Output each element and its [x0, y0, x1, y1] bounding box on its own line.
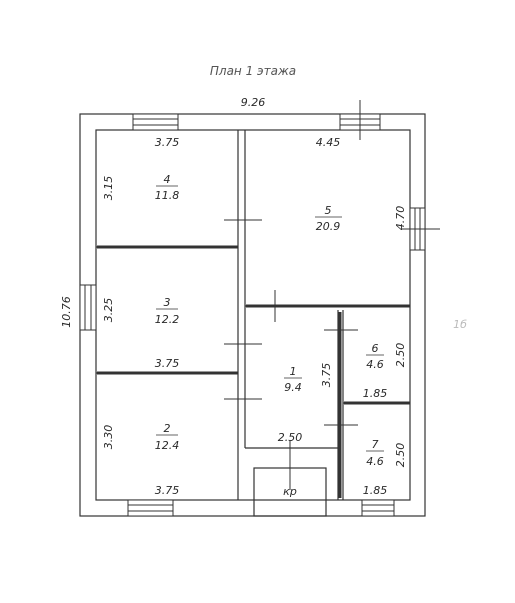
- room-3-area: 12.2: [155, 313, 180, 326]
- room-2-number: 2: [164, 422, 171, 435]
- room-1-height: 3.75: [320, 363, 333, 388]
- room-5-number: 5: [325, 204, 332, 217]
- room-2-height: 3.30: [102, 425, 115, 450]
- room-6-area: 4.6: [366, 358, 384, 371]
- room-2-area: 12.4: [155, 439, 180, 452]
- room-6-height: 2.50: [394, 343, 407, 368]
- room-6-number: 6: [372, 342, 379, 355]
- porch-label: кр: [283, 485, 297, 498]
- room-5-area: 20.9: [316, 220, 341, 233]
- room-6-width: 1.85: [363, 387, 388, 400]
- room-5-height: 4.70: [394, 206, 407, 231]
- room-1-number: 1: [290, 365, 297, 378]
- inner-wall-outline: [95, 129, 411, 501]
- window-top-left: [132, 113, 179, 131]
- plan-title: План 1 этажа: [210, 64, 296, 78]
- thick-partitions: [97, 245, 410, 498]
- windows: [79, 113, 426, 517]
- room-3-width: 3.75: [155, 357, 180, 370]
- room-7-number: 7: [372, 438, 379, 451]
- room-1-area: 9.4: [284, 381, 302, 394]
- window-bottom-right: [361, 499, 395, 517]
- room-3-number: 3: [164, 296, 171, 309]
- room-5-width: 4.45: [316, 136, 341, 149]
- room-7-width: 1.85: [363, 484, 388, 497]
- margin-note: 1б: [453, 318, 467, 331]
- overall-width-label: 9.26: [241, 96, 266, 109]
- room-4-width: 3.75: [155, 136, 180, 149]
- room-4-number: 4: [164, 173, 171, 186]
- window-left: [79, 284, 97, 331]
- room-7-height: 2.50: [394, 443, 407, 468]
- room-4-area: 11.8: [155, 189, 180, 202]
- room-7-area: 4.6: [366, 455, 384, 468]
- room-2-width: 3.75: [155, 484, 180, 497]
- room-1-width: 2.50: [278, 431, 303, 444]
- room-4-height: 3.15: [102, 176, 115, 201]
- door-marks: [224, 100, 440, 490]
- room-3-height: 3.25: [102, 298, 115, 323]
- overall-height-label: 10.76: [60, 296, 73, 328]
- window-bottom-left: [127, 499, 174, 517]
